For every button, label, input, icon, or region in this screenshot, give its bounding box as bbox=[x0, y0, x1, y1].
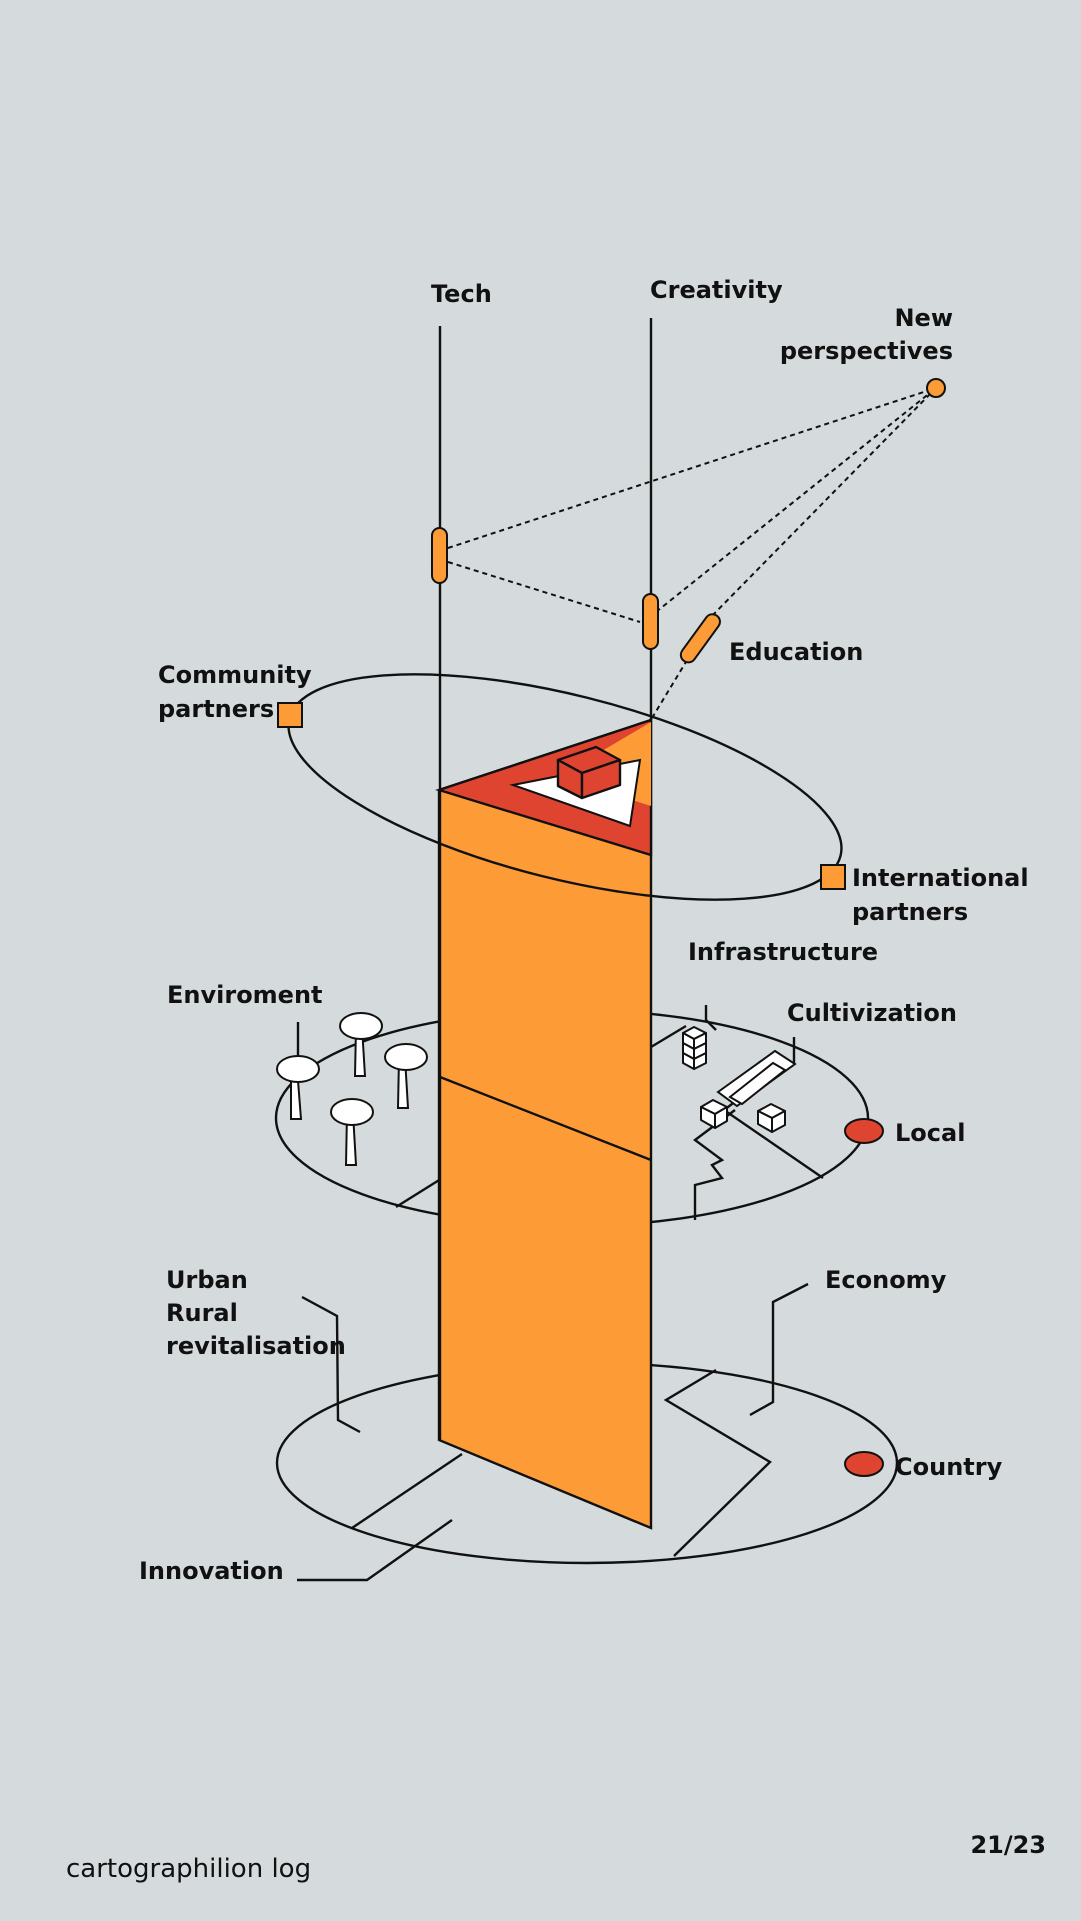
cultivization-field-icon bbox=[716, 1049, 797, 1108]
country-marker bbox=[844, 1451, 884, 1477]
new-perspectives-connectors bbox=[447, 387, 937, 719]
tree-icon bbox=[384, 1043, 428, 1109]
label-infrastructure: Infrastructure bbox=[688, 938, 878, 966]
label-education: Education bbox=[729, 638, 863, 666]
community-partners-marker bbox=[277, 702, 303, 728]
small-cube-icon bbox=[757, 1103, 786, 1133]
label-cultivization: Cultivization bbox=[787, 999, 957, 1027]
bottom-ring-lines bbox=[297, 1282, 809, 1582]
tree-icon bbox=[330, 1098, 374, 1166]
label-international-partners-line1: International bbox=[852, 864, 1029, 892]
footer-title: cartographilion log bbox=[66, 1854, 311, 1884]
label-new-perspectives-line2: perspectives bbox=[780, 337, 953, 365]
new-perspectives-node bbox=[926, 378, 946, 398]
page-number: 21/23 bbox=[970, 1831, 1046, 1859]
education-node bbox=[679, 613, 721, 664]
infrastructure-cubes-icon bbox=[682, 1026, 707, 1070]
tree-icon bbox=[276, 1055, 320, 1120]
label-innovation: Innovation bbox=[139, 1557, 284, 1585]
label-community-partners-line1: Community bbox=[158, 661, 312, 689]
tech-node bbox=[431, 527, 448, 584]
building-cube bbox=[556, 745, 622, 800]
label-revitalisation: revitalisation bbox=[166, 1332, 346, 1360]
local-marker bbox=[844, 1118, 884, 1144]
label-international-partners-line2: partners bbox=[852, 898, 968, 926]
label-environment: Enviroment bbox=[167, 981, 323, 1009]
label-country: Country bbox=[895, 1453, 1003, 1481]
label-community-partners-line2: partners bbox=[158, 695, 274, 723]
label-economy: Economy bbox=[825, 1266, 947, 1294]
label-creativity: Creativity bbox=[650, 276, 783, 304]
label-tech: Tech bbox=[431, 280, 492, 308]
tree-icon bbox=[339, 1012, 383, 1077]
small-cube-icon bbox=[700, 1099, 728, 1129]
label-local: Local bbox=[895, 1119, 965, 1147]
pillar-crossing-line bbox=[439, 1075, 652, 1162]
label-urban: Urban bbox=[166, 1266, 248, 1294]
label-rural: Rural bbox=[166, 1299, 238, 1327]
creativity-node bbox=[642, 593, 659, 650]
international-partners-marker bbox=[820, 864, 846, 890]
label-new-perspectives-line1: New bbox=[894, 304, 953, 332]
